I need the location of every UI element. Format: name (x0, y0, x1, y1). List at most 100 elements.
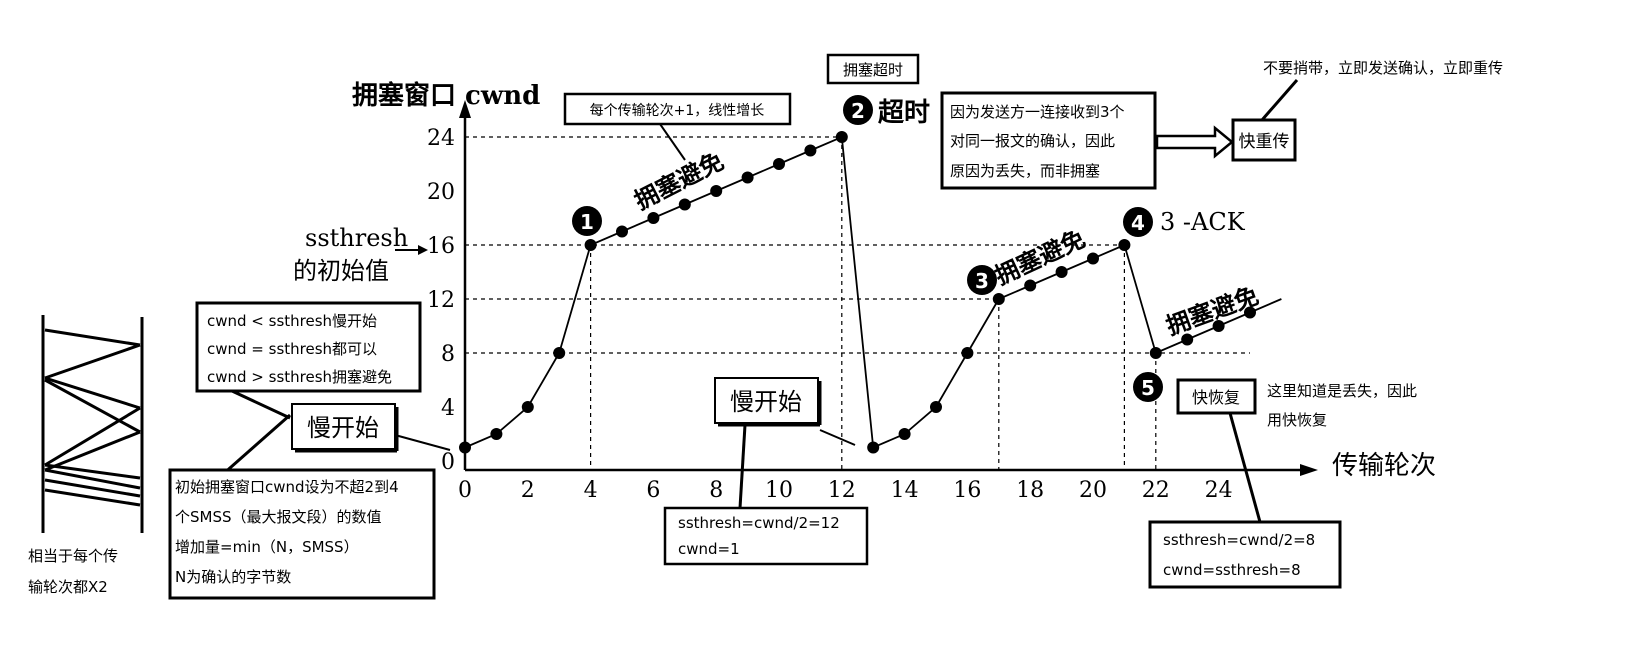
svg-text:原因为丢失，而非拥塞: 原因为丢失，而非拥塞 (950, 162, 1100, 180)
linear-growth-box: 每个传输轮次+1，线性增长 (563, 92, 792, 126)
ssthresh-initial-label: 的初始值 (293, 257, 389, 285)
svg-text:因为发送方一连接收到3个: 因为发送方一连接收到3个 (950, 103, 1125, 121)
loss-known-note-2: 用快恢复 (1267, 411, 1327, 429)
svg-text:个SMSS（最大报文段）的数值: 个SMSS（最大报文段）的数值 (175, 508, 382, 526)
slow-start-1-connector (221, 413, 291, 477)
svg-text:cwnd=ssthresh=8: cwnd=ssthresh=8 (1163, 561, 1301, 579)
doubling-note-2: 输轮次都X2 (28, 578, 108, 596)
fast-recovery-connector (1228, 412, 1262, 523)
svg-text:2: 2 (851, 99, 865, 123)
svg-text:1: 1 (580, 210, 594, 234)
x-tick-label: 14 (891, 478, 919, 503)
y-tick-label: 12 (427, 288, 455, 313)
y-axis-label: 拥塞窗口 cwnd (352, 80, 540, 111)
fast-retransmit-box: 快重传 (1231, 118, 1297, 162)
rule-box: cwnd < ssthresh慢开始 cwnd = ssthresh都可以 cw… (195, 301, 422, 393)
cwnd-point (459, 441, 471, 454)
x-tick-label: 4 (584, 478, 598, 503)
cwnd-point (584, 239, 597, 251)
marker-4: 4 (1123, 207, 1153, 237)
three-ack-label: 3 -ACK (1160, 208, 1246, 236)
cwnd-point (835, 131, 848, 143)
x-tick-label: 12 (828, 478, 856, 503)
svg-text:3: 3 (975, 269, 989, 293)
cwnd-point (710, 185, 723, 197)
cwnd-point (616, 225, 628, 238)
x-tick-label: 22 (1142, 478, 1170, 503)
cwnd-point (773, 158, 785, 170)
cwnd-series-points (459, 131, 1256, 454)
dashed-guide-lines (465, 136, 1250, 470)
y-tick-label: 20 (427, 180, 455, 205)
x-tick-label: 20 (1079, 478, 1107, 503)
ssthresh-label: ssthresh (305, 224, 408, 252)
cwnd-point (1212, 320, 1225, 332)
svg-text:慢开始: 慢开始 (307, 414, 379, 442)
x-tick-label: 8 (709, 478, 723, 503)
svg-text:拥塞超时: 拥塞超时 (843, 61, 903, 79)
x-tick-label: 16 (953, 478, 981, 503)
cwnd-point (930, 401, 942, 413)
x-axis-arrow (1300, 464, 1318, 476)
fast-recovery-box: 快恢复 (1176, 378, 1257, 415)
svg-text:cwnd = ssthresh都可以: cwnd = ssthresh都可以 (207, 340, 377, 358)
timeout-box: 拥塞超时 (826, 53, 920, 85)
doubling-sketch (41, 315, 144, 533)
fast-retransmit-arrow (1155, 125, 1234, 159)
y-tick-label: 8 (441, 342, 455, 367)
cwnd-point (1149, 347, 1162, 359)
y-axis-arrow (459, 100, 471, 118)
x-tick-label: 10 (765, 478, 793, 503)
slow-start-1-arrow (394, 434, 451, 451)
svg-text:ssthresh=cwnd/2=12: ssthresh=cwnd/2=12 (678, 514, 840, 532)
cwnd-point (804, 144, 817, 157)
svg-text:对同一报文的确认，因此: 对同一报文的确认，因此 (950, 132, 1115, 150)
three-ack-reason-box: 因为发送方一连接收到3个 对同一报文的确认，因此 原因为丢失，而非拥塞 (940, 91, 1157, 190)
svg-text:ssthresh=cwnd/2=8: ssthresh=cwnd/2=8 (1163, 531, 1315, 549)
cwnd-point (553, 347, 566, 359)
svg-text:快重传: 快重传 (1239, 132, 1290, 152)
cwnd-point (741, 171, 754, 184)
x-tick-label: 18 (1016, 478, 1044, 503)
cwnd-point (1055, 266, 1068, 278)
svg-text:初始拥塞窗口cwnd设为不超2到4: 初始拥塞窗口cwnd设为不超2到4 (175, 478, 399, 496)
svg-text:慢开始: 慢开始 (730, 388, 802, 416)
y-tick-label: 4 (441, 396, 455, 421)
x-tick-label: 0 (458, 478, 472, 503)
x-tick-label: 24 (1205, 478, 1233, 503)
x-tick-label: 6 (646, 478, 660, 503)
cwnd-point (521, 401, 534, 413)
marker-3: 3 (967, 265, 997, 295)
doubling-note-1: 相当于每个传 (28, 547, 118, 565)
svg-text:cwnd > ssthresh拥塞避免: cwnd > ssthresh拥塞避免 (207, 368, 392, 386)
slow-start-box-2: 慢开始 (714, 377, 822, 427)
congestion-avoidance-label-3: 拥塞避免 (1162, 281, 1262, 341)
svg-text:cwnd < ssthresh慢开始: cwnd < ssthresh慢开始 (207, 312, 377, 330)
cwnd-point (1244, 306, 1256, 319)
cwnd-line (464, 135, 1282, 449)
cwnd-point (490, 428, 503, 440)
cwnd-point (647, 212, 660, 224)
cwnd-point (1024, 279, 1037, 292)
y-tick-label: 0 (441, 450, 455, 475)
y-tick-label: 16 (427, 234, 455, 259)
svg-text:cwnd=1: cwnd=1 (678, 540, 740, 558)
y-tick-labels: 0 4 8 12 16 20 24 (427, 126, 455, 475)
svg-text:N为确认的字节数: N为确认的字节数 (175, 568, 291, 586)
chart-axes (463, 110, 1305, 472)
cwnd-point (1181, 333, 1194, 346)
y-tick-label: 24 (427, 126, 455, 151)
x-axis-label: 传输轮次 (1332, 451, 1436, 481)
svg-text:每个传输轮次+1，线性增长: 每个传输轮次+1，线性增长 (590, 103, 765, 119)
slow-start-2-connector (738, 424, 747, 509)
rule-box-connector (231, 389, 291, 420)
cwnd-point (961, 347, 974, 359)
cwnd-point (867, 441, 880, 454)
slow-start-2-arrow (819, 429, 856, 446)
timeout-label: 超时 (878, 98, 930, 128)
cwnd-point (1087, 252, 1099, 265)
slow-start-box-1: 慢开始 (291, 403, 399, 453)
linear-box-arrow (659, 123, 686, 161)
